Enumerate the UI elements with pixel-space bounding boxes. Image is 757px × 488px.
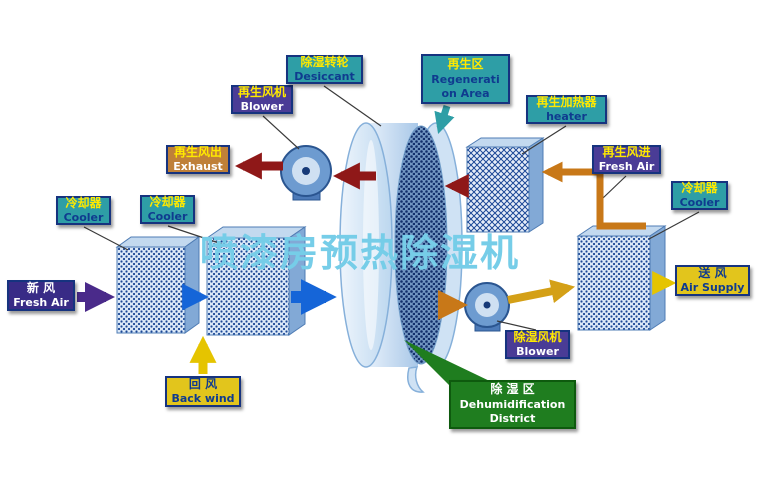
exchanger-front-face	[577, 235, 651, 331]
exchanger-side-face	[649, 225, 666, 331]
label-back-wind-en: Back wind	[171, 392, 235, 406]
label-regen-area: 再生区 Regenerati on Area	[421, 54, 510, 104]
leader-cooler-left-inner	[167, 225, 223, 245]
label-desiccant: 除湿转轮 Desiccant	[286, 55, 363, 84]
exchanger-front-face	[116, 246, 186, 334]
fan-hub	[483, 301, 491, 309]
label-back-wind: 回 风 Back wind	[165, 376, 241, 407]
wheel-seal-tail	[407, 366, 425, 393]
label-cooler-right: 冷却器 Cooler	[671, 181, 728, 210]
arrow-fan-to-right-cooler	[507, 279, 576, 304]
label-regen-area-en2: on Area	[441, 86, 490, 100]
label-exhaust-en: Exhaust	[173, 160, 223, 174]
label-regen-fresh-air-en: Fresh Air	[598, 160, 655, 174]
label-cooler-left-inner-zh: 冷却器	[149, 194, 186, 209]
leader-cooler-right	[648, 211, 700, 240]
label-air-supply-zh: 送 风	[698, 265, 727, 280]
regen-fan	[280, 145, 332, 201]
leader-lines	[83, 85, 700, 331]
fan-hub	[302, 167, 310, 175]
label-dehum-district-en2: District	[489, 412, 536, 426]
label-dehum-district-zh: 除 湿 区	[490, 382, 535, 397]
label-cooler-left-outer: 冷却器 Cooler	[56, 196, 111, 225]
label-desiccant-en: Desiccant	[294, 70, 355, 84]
label-regen-fresh-air-zh: 再生风进	[602, 144, 651, 159]
heat-exchanger-left-1	[115, 236, 201, 334]
label-cooler-left-inner: 冷却器 Cooler	[140, 195, 195, 224]
label-exhaust: 再生风出 Exhaust	[166, 145, 230, 174]
page-title: 喷漆房预热除湿机	[200, 231, 521, 275]
dehum-district-wedge	[404, 340, 498, 385]
label-dehum-district: 除 湿 区 Dehumidification District	[449, 380, 576, 429]
regen-heater-box	[465, 137, 545, 233]
label-fresh-air-in-zh: 新 风	[26, 280, 56, 295]
label-dehum-blower-zh: 除湿风机	[513, 329, 562, 344]
leader-dehum-blower	[496, 320, 537, 331]
label-cooler-left-outer-zh: 冷却器	[65, 195, 102, 210]
leader-desiccant	[323, 85, 382, 127]
arrow-regen-air-to-heater	[541, 161, 646, 230]
arrow-regen-area-pointer	[434, 104, 455, 135]
exchanger-side-face	[184, 236, 200, 334]
label-regen-area-zh: 再生区	[447, 56, 484, 71]
label-cooler-right-zh: 冷却器	[681, 180, 718, 195]
label-regen-area-en1: Regenerati	[431, 72, 500, 86]
label-regen-blower-en: Blower	[240, 100, 284, 114]
label-regen-heater-zh: 再生加热器	[536, 94, 597, 109]
label-regen-fresh-air: 再生风进 Fresh Air	[592, 145, 661, 174]
label-exhaust-zh: 再生风出	[173, 144, 222, 159]
heater-side-face	[528, 137, 544, 233]
label-air-supply-en: Air Supply	[680, 281, 745, 295]
heat-exchanger-right	[576, 225, 667, 331]
label-regen-heater: 再生加热器 heater	[526, 95, 607, 124]
label-regen-blower-zh: 再生风机	[237, 84, 286, 99]
label-regen-blower: 再生风机 Blower	[231, 85, 293, 114]
label-regen-heater-en: heater	[546, 110, 587, 124]
label-cooler-right-en: Cooler	[679, 196, 720, 210]
label-dehum-district-en1: Dehumidification	[459, 398, 566, 411]
leader-regen-blower	[262, 115, 300, 150]
label-desiccant-zh: 除湿转轮	[300, 54, 349, 69]
leader-regen-fresh-air	[602, 175, 627, 199]
label-cooler-left-outer-en: Cooler	[63, 211, 104, 225]
wheel-rotor-media	[394, 125, 448, 365]
label-fresh-air-in: 新 风 Fresh Air	[7, 280, 75, 311]
label-back-wind-zh: 回 风	[188, 376, 218, 391]
flow-arrows	[77, 104, 677, 374]
dehum-fan	[464, 282, 510, 332]
heater-front-face	[466, 146, 530, 233]
label-fresh-air-in-en: Fresh Air	[13, 296, 69, 310]
wheel-highlight	[363, 140, 379, 350]
leader-regen-heater	[521, 125, 567, 155]
label-air-supply: 送 风 Air Supply	[675, 265, 750, 296]
leader-cooler-left-outer	[83, 226, 129, 251]
label-cooler-left-inner-en: Cooler	[147, 210, 188, 224]
label-dehum-blower: 除湿风机 Blower	[505, 330, 570, 359]
label-dehum-blower-en: Blower	[516, 345, 559, 359]
